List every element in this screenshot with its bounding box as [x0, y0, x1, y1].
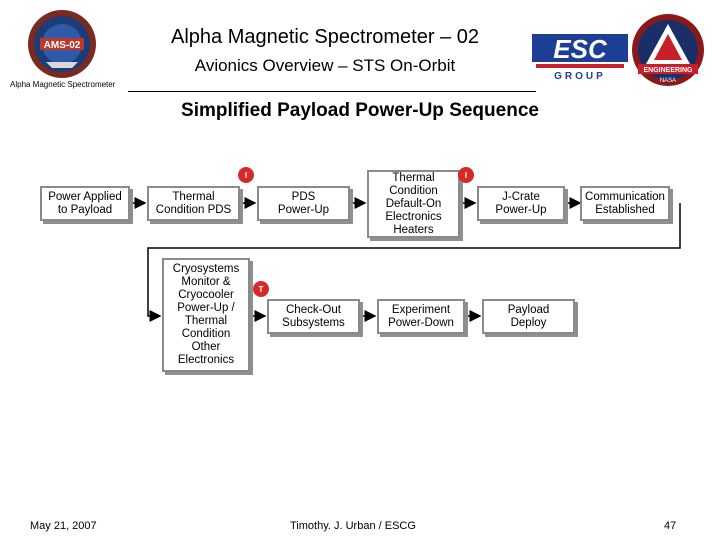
- diagram-heading: Simplified Payload Power-Up Sequence: [181, 100, 539, 121]
- footer-author: Timothy. J. Urban / ESCG: [290, 520, 416, 532]
- slide-subtitle: Avionics Overview – STS On-Orbit: [194, 56, 456, 75]
- step-pds-power-up: PDS Power-Up: [257, 186, 350, 221]
- page-number: 47: [664, 520, 677, 532]
- step-power-applied: Power Applied to Payload: [40, 186, 130, 221]
- svg-text:ENGINEERING: ENGINEERING: [643, 67, 693, 74]
- step-thermal-heaters: Thermal Condition Default-On Electronics…: [367, 170, 460, 238]
- esc-group-logo: ESC GROUP: [532, 34, 628, 80]
- wrap-connector: [147, 203, 681, 322]
- engineering-nasa-logo: ENGINEERING NASA: [632, 14, 704, 86]
- slide-title: Alpha Magnetic Spectrometer – 02: [171, 26, 479, 48]
- ams-02-logo: AMS-02: [28, 10, 96, 78]
- marker-i-jcrate: I: [458, 167, 474, 183]
- step-payload-deploy: Payload Deploy: [482, 299, 575, 334]
- step-experiment-power-down: Experiment Power-Down: [377, 299, 465, 334]
- step-communication-established: Communication Established: [580, 186, 670, 221]
- svg-text:GROUP: GROUP: [554, 71, 606, 80]
- svg-text:NASA: NASA: [660, 78, 676, 84]
- step-thermal-condition-pds: Thermal Condition PDS: [147, 186, 240, 221]
- header-rule: [128, 91, 536, 92]
- svg-text:AMS-02: AMS-02: [44, 40, 81, 51]
- svg-text:ESC: ESC: [553, 34, 608, 64]
- marker-t-checkout: T: [253, 281, 269, 297]
- step-j-crate-power-up: J-Crate Power-Up: [477, 186, 565, 221]
- marker-i-pds: I: [238, 167, 254, 183]
- footer-date: May 21, 2007: [30, 520, 97, 532]
- header-small-label: Alpha Magnetic Spectrometer: [10, 80, 116, 89]
- step-cryosystems: Cryosystems Monitor & Cryocooler Power-U…: [162, 258, 250, 372]
- step-check-out-subsystems: Check-Out Subsystems: [267, 299, 360, 334]
